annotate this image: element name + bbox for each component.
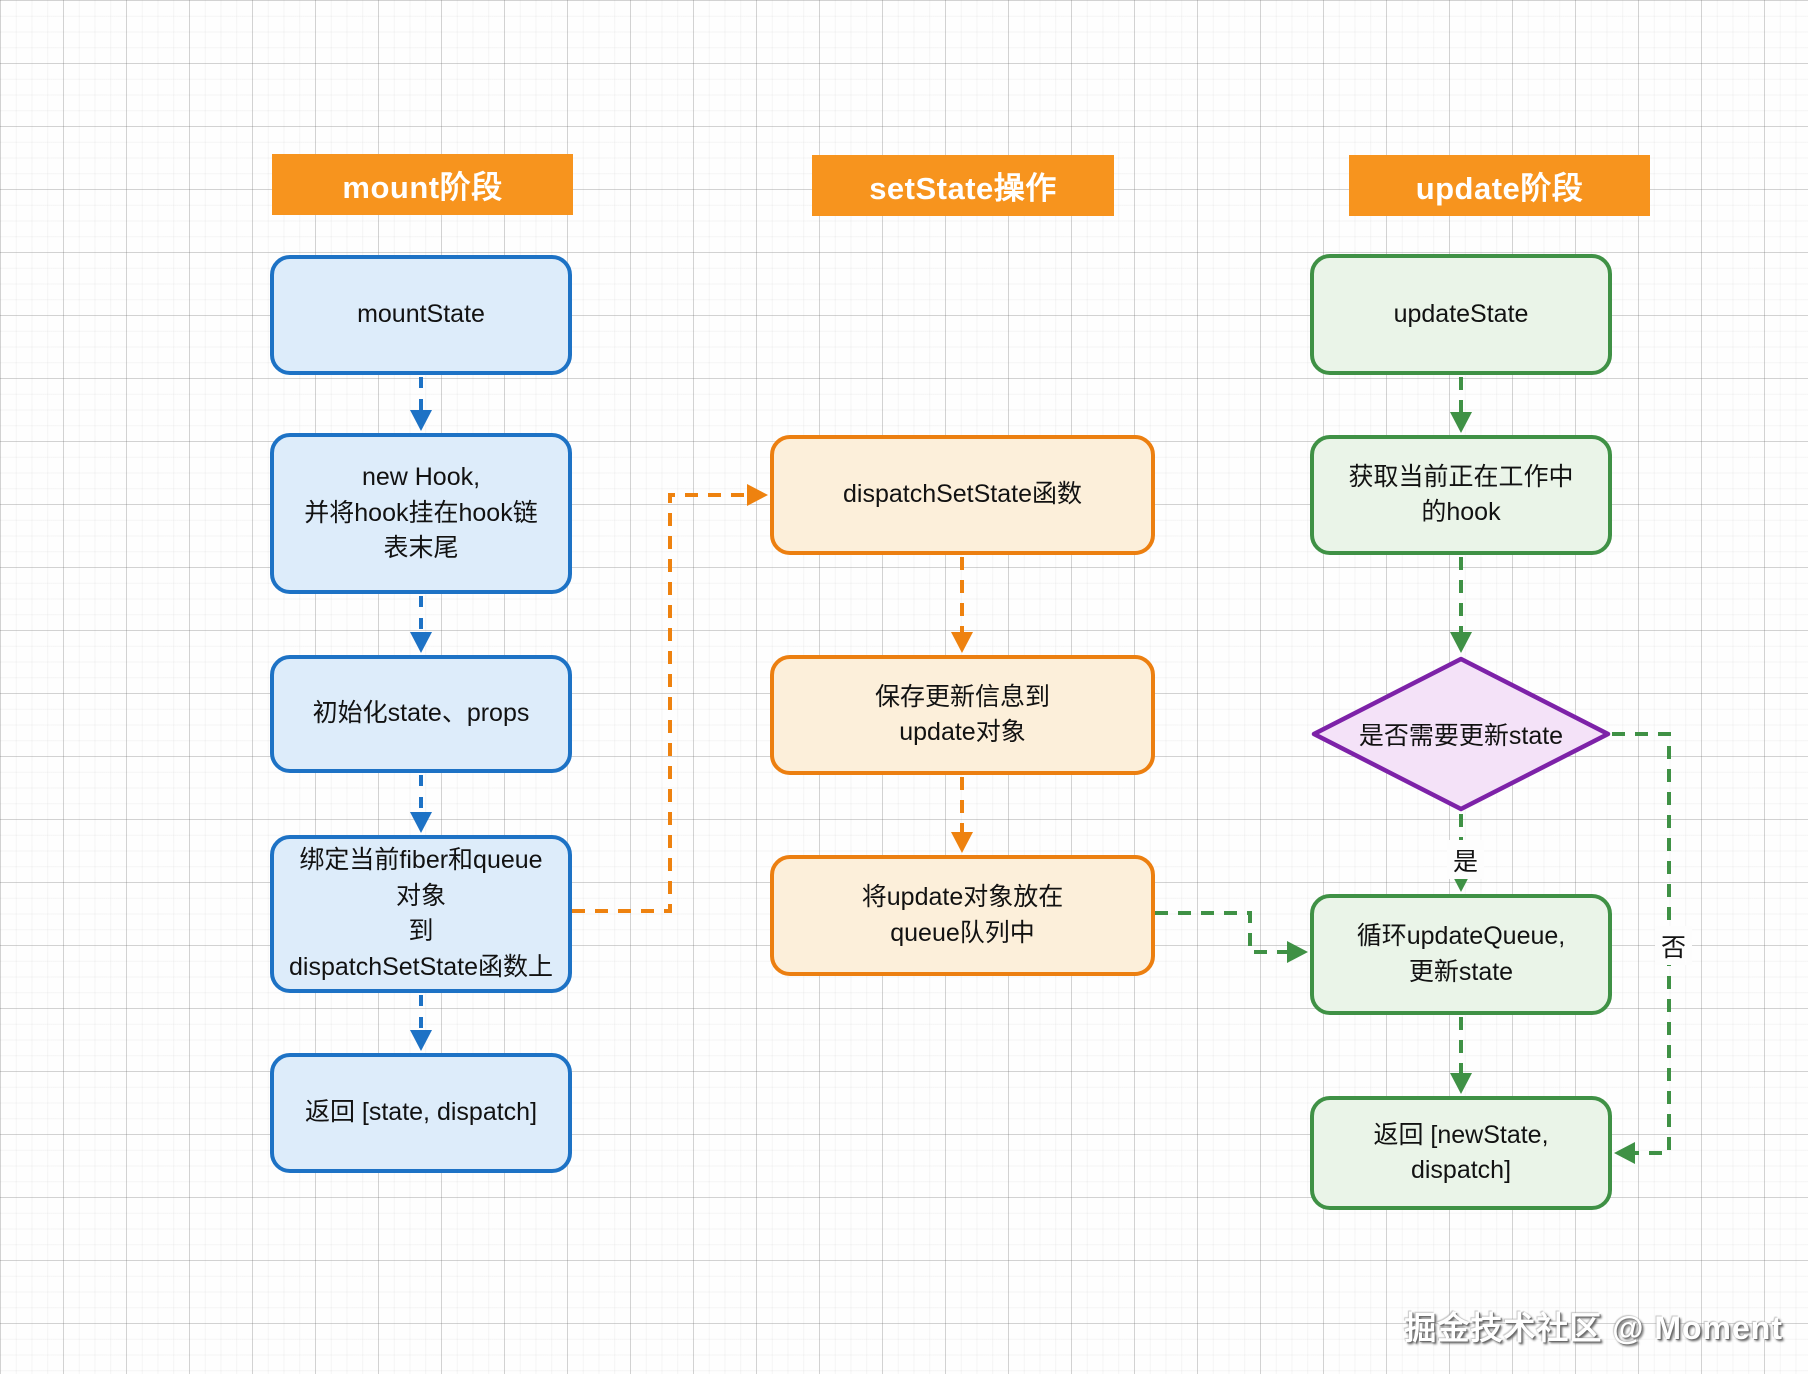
node-return-state-dispatch: 返回 [state, dispatch]: [270, 1053, 572, 1173]
node-return-newstate-dispatch: 返回 [newState, dispatch]: [1310, 1096, 1612, 1210]
arrowhead-update-2: [1450, 632, 1472, 653]
decision-diamond-shape: [1311, 656, 1611, 812]
node-init-state-props: 初始化state、props: [270, 655, 572, 773]
label-no: 否: [1655, 926, 1692, 965]
arrowhead-mount-1: [410, 410, 432, 431]
column-header-setstate: setState操作: [812, 155, 1114, 216]
label-yes: 是: [1447, 840, 1484, 879]
arrowhead-setstate-1: [951, 632, 973, 653]
watermark: 掘金技术社区 @ Moment: [1404, 1310, 1783, 1346]
node-new-hook: new Hook, 并将hook挂在hook链 表末尾: [270, 433, 572, 594]
connector-bind-to-dispatch: [572, 493, 747, 913]
node-mount-state: mountState: [270, 255, 572, 375]
arrowhead-mount-2: [410, 632, 432, 653]
node-dispatch-setstate: dispatchSetState函数: [770, 435, 1155, 555]
arrowhead-no-branch: [1614, 1142, 1635, 1164]
arrowhead-bind-to-dispatch: [747, 484, 768, 506]
decision-need-update-state: 是否需要更新state: [1310, 655, 1612, 813]
node-get-current-hook: 获取当前正在工作中 的hook: [1310, 435, 1612, 555]
node-enqueue-update: 将update对象放在 queue队列中: [770, 855, 1155, 976]
column-header-update: update阶段: [1349, 155, 1650, 216]
arrowhead-setstate-2: [951, 832, 973, 853]
arrowhead-update-3: [1450, 1073, 1472, 1094]
arrowhead-update-1: [1450, 412, 1472, 433]
column-header-mount: mount阶段: [272, 154, 573, 215]
arrowhead-mount-4: [410, 1030, 432, 1051]
arrowhead-mount-3: [410, 812, 432, 833]
connector-queue-to-loop: [1155, 911, 1287, 954]
node-save-update-info: 保存更新信息到 update对象: [770, 655, 1155, 775]
arrowhead-queue-to-loop: [1287, 941, 1308, 963]
node-bind-fiber-queue: 绑定当前fiber和queue对象 到 dispatchSetState函数上: [270, 835, 572, 993]
decision-label: 是否需要更新state: [1358, 722, 1564, 750]
node-update-state: updateState: [1310, 254, 1612, 375]
node-loop-update-queue: 循环updateQueue, 更新state: [1310, 894, 1612, 1015]
